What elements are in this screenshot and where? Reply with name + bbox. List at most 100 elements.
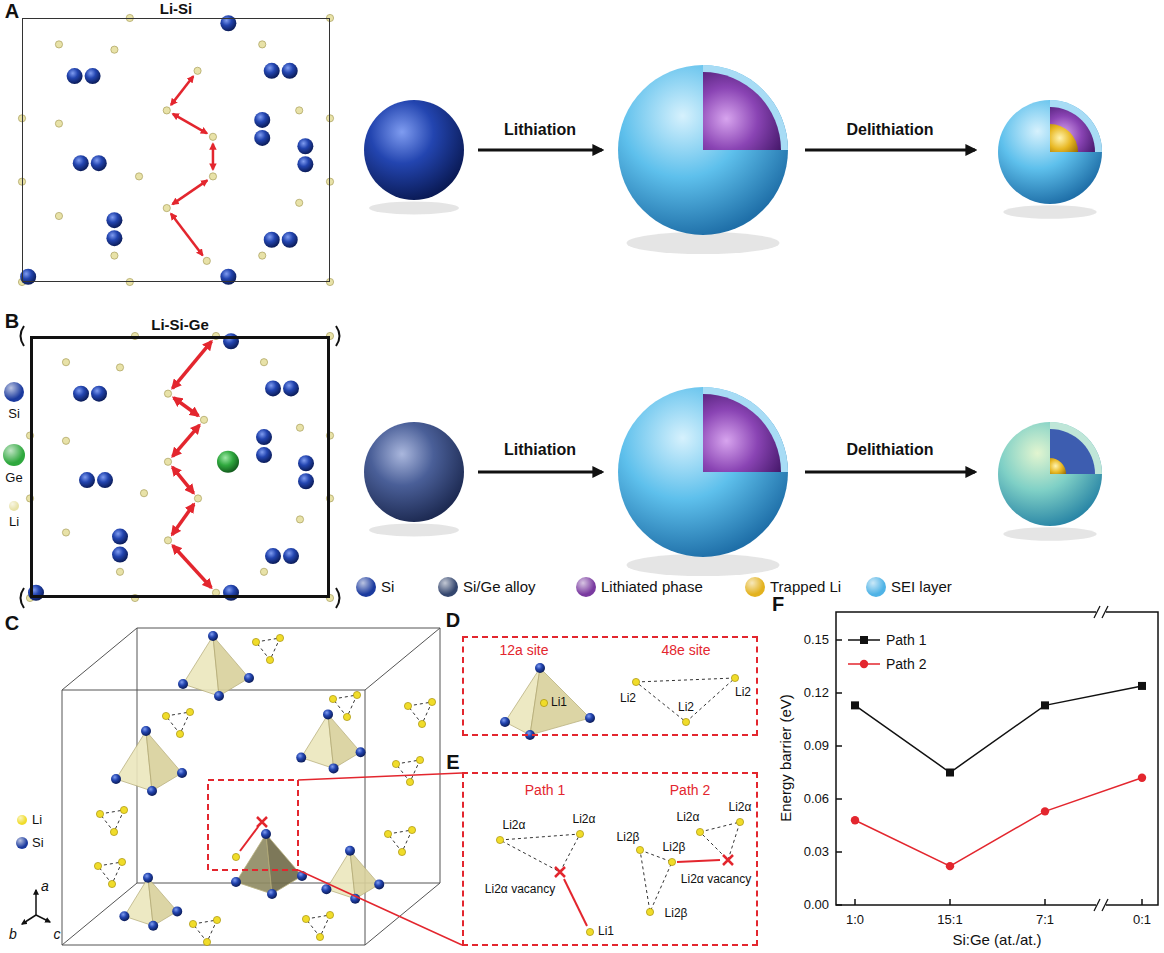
site-triangle — [700, 822, 740, 860]
li-atom — [62, 437, 69, 444]
site-label: 48e site — [661, 642, 710, 658]
legend-line-sample — [847, 656, 881, 672]
site-label: Li2β — [663, 841, 686, 855]
li-atom — [118, 858, 125, 865]
li-atom — [189, 920, 196, 927]
li-atom — [416, 756, 423, 763]
residual-lithiated-phase — [1050, 107, 1095, 152]
axis-break — [1094, 899, 1100, 911]
sei-cut-face — [1050, 100, 1102, 152]
li-atom — [326, 115, 333, 122]
sphere-shadow — [627, 554, 780, 576]
si-atom — [585, 713, 595, 723]
sphere-shadow — [627, 232, 780, 254]
li-atom — [296, 107, 303, 114]
site-label: Li2 — [735, 686, 751, 700]
zoom-box: Path 1Path 2Li2αLi2αLi2α vacancyLi1Li2αL… — [462, 772, 758, 946]
si-atom — [112, 529, 128, 545]
sphere-shadow — [1003, 527, 1097, 541]
legend-text: Trapped Li — [770, 578, 841, 595]
li-atom — [259, 41, 266, 48]
bracket — [336, 326, 340, 346]
li-atom — [96, 810, 103, 817]
si-atom — [79, 472, 95, 488]
axis-break — [1102, 899, 1108, 911]
si-atom — [374, 879, 384, 889]
li-atom — [296, 516, 303, 523]
legend-text: Li — [9, 515, 19, 530]
site-triangle — [500, 834, 580, 872]
legend-swatch — [576, 577, 596, 597]
legend-text: Si — [32, 836, 44, 851]
crystal-lattice — [18, 14, 333, 285]
si-atom — [535, 663, 545, 673]
li-hop-arrow — [172, 504, 194, 535]
cell-edge — [137, 628, 440, 883]
site-label: Li2α — [677, 811, 700, 825]
si-atom — [356, 747, 366, 757]
tetrahedron-face — [148, 878, 177, 926]
process-arrow — [805, 149, 975, 152]
panel-letter: D — [446, 609, 460, 632]
li-atom — [316, 933, 323, 940]
panel-letter: A — [5, 0, 19, 23]
li-atom — [326, 178, 333, 185]
site-triangle — [640, 850, 672, 912]
legend-swatch — [4, 382, 24, 402]
site-label: Li2β — [617, 831, 640, 845]
li-atom — [392, 760, 399, 767]
si-atom — [141, 726, 151, 736]
bracket — [21, 588, 25, 608]
si-atom — [297, 156, 313, 172]
cell-edge — [365, 628, 440, 690]
tick-label: 0.09 — [804, 739, 829, 754]
sphere-shadow — [369, 524, 459, 537]
si-atom — [91, 386, 107, 402]
site-label: Li2β — [665, 907, 688, 921]
si-atom — [106, 230, 122, 246]
sei-cut-face — [703, 65, 788, 150]
li-atom — [353, 691, 360, 698]
tick-label: 0.12 — [804, 686, 829, 701]
si-atom — [97, 472, 113, 488]
data-marker — [1041, 701, 1049, 709]
site-triangle — [636, 678, 735, 722]
si-atom — [264, 63, 280, 79]
li-atom — [418, 720, 425, 727]
sphere-shadow — [369, 202, 459, 215]
tick-label: 0.03 — [804, 845, 829, 860]
li-atom — [203, 938, 210, 945]
si-atom — [345, 846, 355, 856]
zoom-line — [298, 870, 462, 945]
tick-label: 0.06 — [804, 792, 829, 807]
li-atom — [406, 778, 413, 785]
tick — [836, 798, 842, 800]
li-atom — [408, 826, 415, 833]
si-atom — [298, 455, 314, 471]
li-atom — [496, 836, 503, 843]
li-atom — [540, 699, 547, 706]
tick — [836, 639, 842, 641]
box-heading: Li-Si-Ge — [151, 316, 209, 333]
si-atom — [220, 269, 236, 285]
zoom-box — [208, 780, 298, 870]
si-atom — [329, 763, 339, 773]
trapped-li-core — [1050, 458, 1066, 474]
process-label: Delithiation — [846, 441, 933, 459]
axis-arrow — [22, 915, 36, 924]
li-atom — [668, 858, 675, 865]
data-line — [855, 778, 1142, 866]
cell-edge — [365, 883, 440, 945]
li-atom — [194, 67, 201, 74]
li-hop-arrow — [173, 180, 208, 204]
li-atom — [163, 107, 170, 114]
si-atom — [265, 380, 281, 396]
li-atom — [302, 915, 309, 922]
tick-label: 1:0 — [846, 913, 864, 928]
legend-marker — [860, 660, 868, 668]
crystal-lattice — [26, 332, 333, 601]
li-atom — [209, 173, 216, 180]
hop-line — [240, 827, 258, 851]
panel-letter: C — [5, 612, 19, 635]
si-atom — [298, 473, 314, 489]
